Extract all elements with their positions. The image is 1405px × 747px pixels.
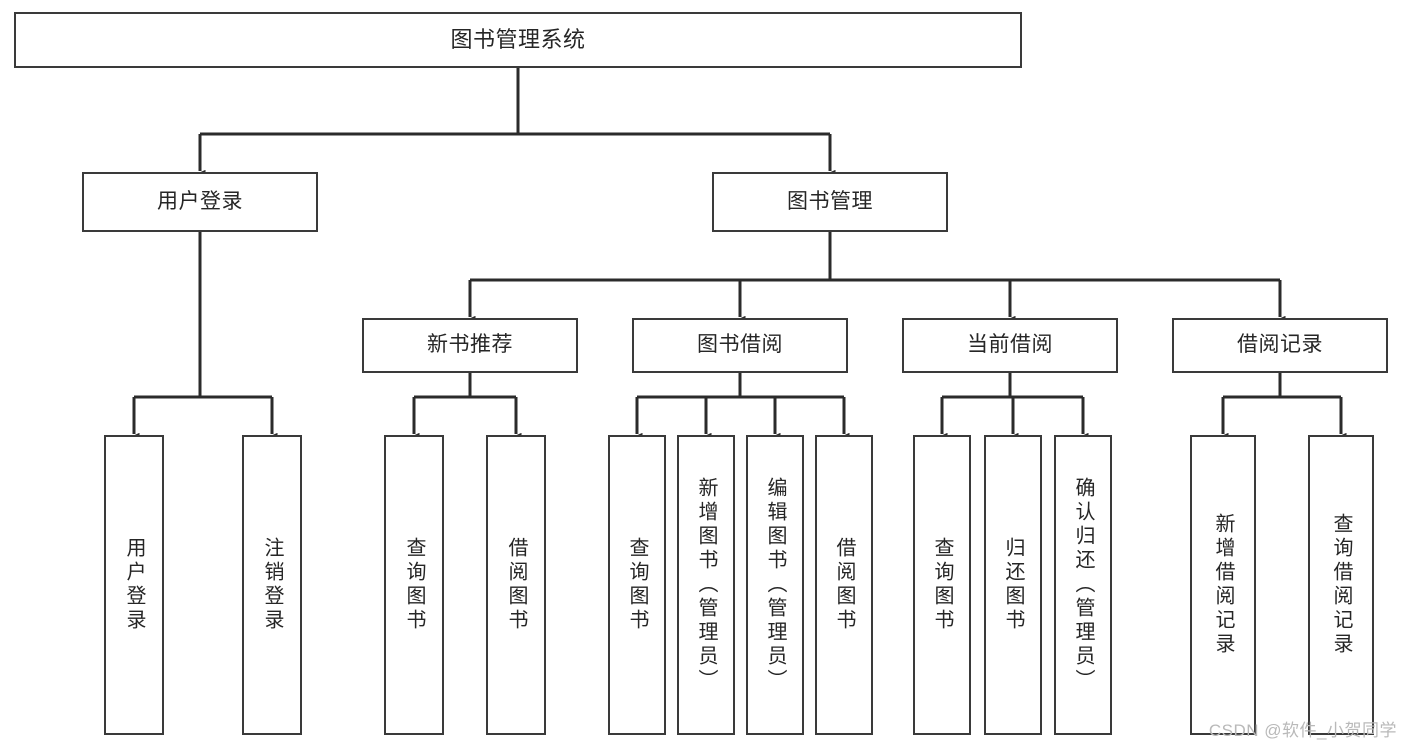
- node-label-leaf-query-book-1: 查询图书: [403, 537, 425, 633]
- node-label-leaf-confirm-return: 确认归还（管理员）: [1072, 477, 1094, 693]
- node-label-leaf-return-book: 归还图书: [1002, 537, 1024, 633]
- node-book-borrow[interactable]: 图书借阅: [632, 318, 848, 373]
- node-label-current-borrow: 当前借阅: [967, 333, 1053, 357]
- node-label-new-book-rec: 新书推荐: [427, 333, 513, 357]
- node-leaf-query-book-1[interactable]: 查询图书: [384, 435, 444, 735]
- node-leaf-confirm-return[interactable]: 确认归还（管理员）: [1054, 435, 1112, 735]
- node-label-root: 图书管理系统: [450, 27, 586, 53]
- node-leaf-return-book[interactable]: 归还图书: [984, 435, 1042, 735]
- node-label-leaf-query-book-2: 查询图书: [626, 537, 648, 633]
- node-label-leaf-borrow-book-2: 借阅图书: [833, 537, 855, 633]
- node-leaf-user-login[interactable]: 用户登录: [104, 435, 164, 735]
- node-leaf-borrow-book-2[interactable]: 借阅图书: [815, 435, 873, 735]
- node-label-leaf-logout: 注销登录: [261, 537, 283, 633]
- node-leaf-add-book[interactable]: 新增图书（管理员）: [677, 435, 735, 735]
- node-leaf-query-record[interactable]: 查询借阅记录: [1308, 435, 1374, 735]
- node-book-manage[interactable]: 图书管理: [712, 172, 948, 232]
- node-user-login[interactable]: 用户登录: [82, 172, 318, 232]
- csdn-watermark: CSDN @软件_小贺同学: [1208, 721, 1397, 740]
- node-label-leaf-query-book-3: 查询图书: [931, 537, 953, 633]
- edge-group: [128, 68, 1347, 443]
- node-label-user-login: 用户登录: [157, 189, 243, 213]
- node-label-book-borrow: 图书借阅: [697, 333, 783, 357]
- node-label-leaf-add-record: 新增借阅记录: [1212, 513, 1234, 657]
- node-leaf-edit-book[interactable]: 编辑图书（管理员）: [746, 435, 804, 735]
- node-label-leaf-borrow-book-1: 借阅图书: [505, 537, 527, 633]
- node-label-leaf-edit-book: 编辑图书（管理员）: [764, 477, 786, 693]
- node-label-leaf-add-book: 新增图书（管理员）: [695, 477, 717, 693]
- node-borrow-record[interactable]: 借阅记录: [1172, 318, 1388, 373]
- node-label-leaf-user-login: 用户登录: [123, 537, 145, 633]
- node-current-borrow[interactable]: 当前借阅: [902, 318, 1118, 373]
- node-leaf-query-book-2[interactable]: 查询图书: [608, 435, 666, 735]
- node-label-borrow-record: 借阅记录: [1237, 333, 1323, 357]
- node-new-book-rec[interactable]: 新书推荐: [362, 318, 578, 373]
- node-label-leaf-query-record: 查询借阅记录: [1330, 513, 1352, 657]
- node-leaf-logout[interactable]: 注销登录: [242, 435, 302, 735]
- node-label-book-manage: 图书管理: [787, 189, 873, 213]
- node-leaf-query-book-3[interactable]: 查询图书: [913, 435, 971, 735]
- node-leaf-borrow-book-1[interactable]: 借阅图书: [486, 435, 546, 735]
- node-leaf-add-record[interactable]: 新增借阅记录: [1190, 435, 1256, 735]
- node-root[interactable]: 图书管理系统: [14, 12, 1022, 68]
